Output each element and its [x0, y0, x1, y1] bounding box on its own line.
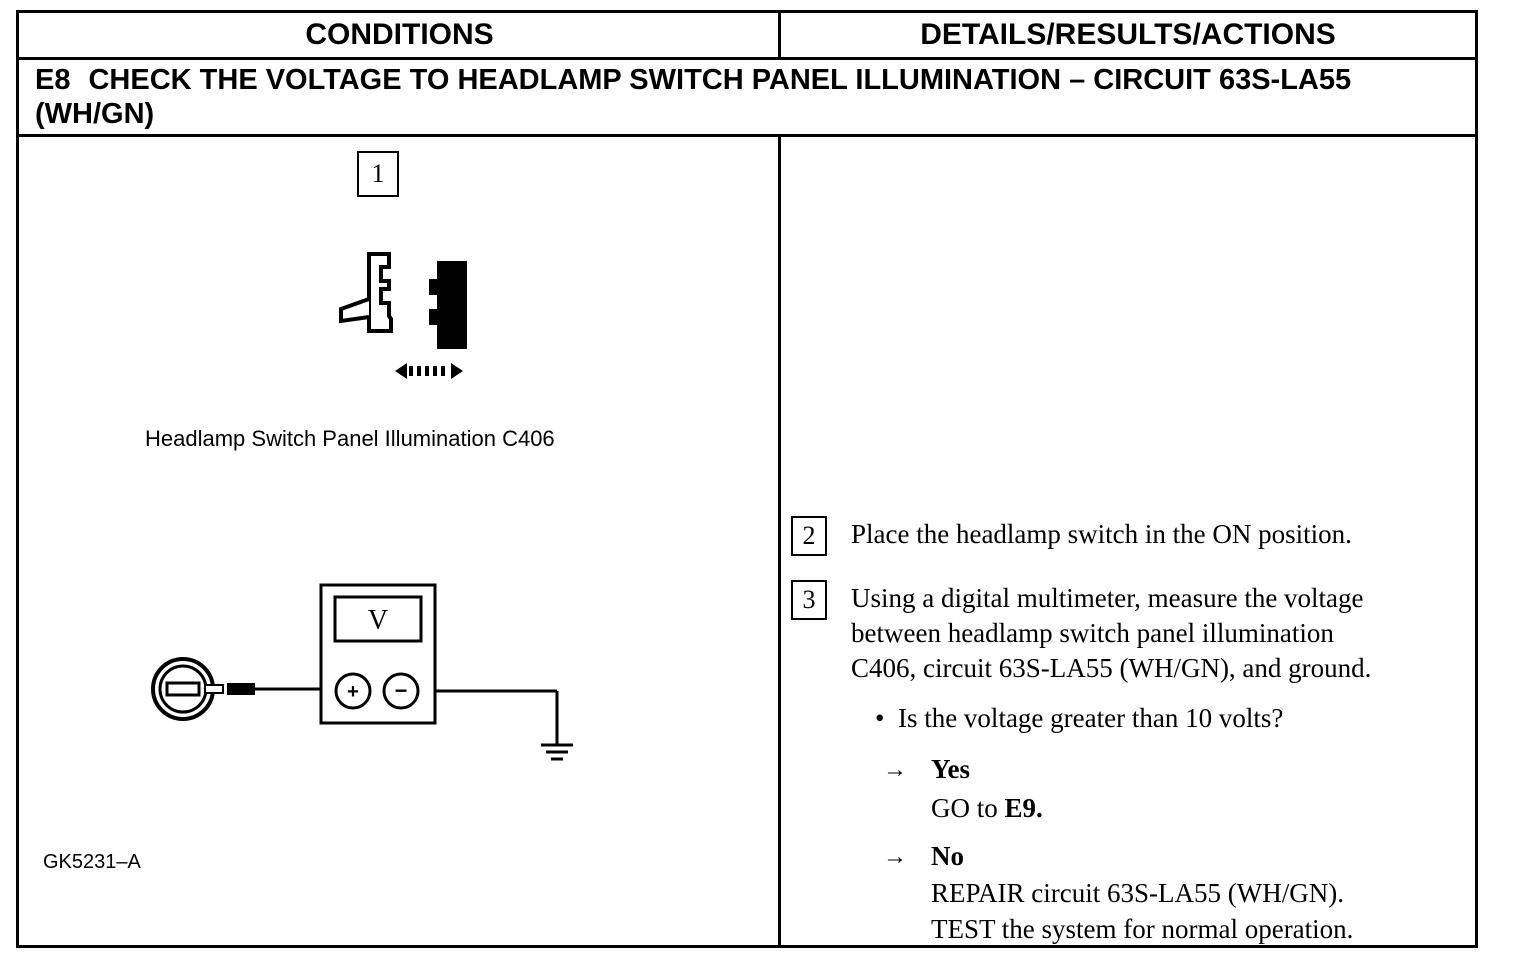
multimeter-circuit: V + − [151, 583, 573, 761]
step-1-box: 1 [357, 151, 399, 197]
step-3-line: between headlamp switch panel illuminati… [851, 618, 1334, 648]
question: • Is the voltage greater than 10 volts? [875, 703, 1283, 734]
no-action-line: TEST the system for normal operation. [931, 914, 1354, 944]
yes-action-text: GO to [931, 793, 1005, 823]
yes-action: GO to E9. [931, 790, 1043, 826]
title-divider [19, 134, 1475, 137]
no-arrow-icon: → [883, 844, 907, 870]
details-header: DETAILS/RESULTS/ACTIONS [920, 18, 1336, 51]
step-3-line: Using a digital multimeter, measure the … [851, 583, 1364, 613]
meter-negative-label: − [395, 678, 408, 703]
no-action: REPAIR circuit 63S-LA55 (WH/GN). TEST th… [931, 875, 1353, 947]
yes-arrow-icon: → [883, 757, 907, 783]
no-label: No [931, 841, 964, 871]
ground-icon [541, 743, 573, 761]
yes-label: Yes [931, 754, 970, 784]
step-1-number: 1 [371, 159, 385, 188]
step-2-number: 2 [802, 521, 816, 550]
yes-action-target: E9. [1004, 793, 1043, 823]
meter-positive-label: + [347, 681, 359, 703]
no-action-line: REPAIR circuit 63S-LA55 (WH/GN). [931, 878, 1344, 908]
figure-id: GK5231–A [43, 851, 141, 873]
question-text: Is the voltage greater than 10 volts? [897, 703, 1284, 733]
step-2-text: Place the headlamp switch in the ON posi… [851, 519, 1352, 549]
multimeter-icon: V + − [319, 583, 437, 725]
section-title-text: CHECK THE VOLTAGE TO HEADLAMP SWITCH PAN… [35, 64, 1352, 130]
step-3-number: 3 [802, 585, 816, 614]
connector-illustration [339, 252, 467, 379]
step-3-line: C406, circuit 63S-LA55 (WH/GN), and grou… [851, 653, 1372, 683]
section-code: E8 [35, 64, 71, 96]
meter-display-label: V [368, 605, 388, 636]
step-3-text: Using a digital multimeter, measure the … [851, 581, 1371, 686]
step-2-box: 2 [791, 516, 827, 556]
header-divider [19, 57, 1475, 60]
step-3-box: 3 [791, 580, 827, 620]
bullet-icon: • [875, 703, 885, 733]
figure-caption: Headlamp Switch Panel Illumination C406 [145, 426, 555, 451]
conditions-header: CONDITIONS [305, 18, 494, 51]
body-column-divider [778, 137, 781, 945]
header-column-divider [778, 13, 781, 57]
